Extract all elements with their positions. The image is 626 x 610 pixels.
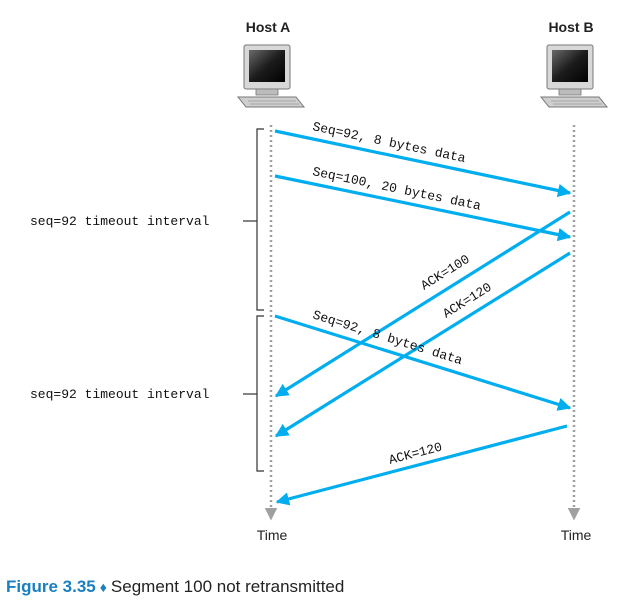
- timeout-bracket-1: [243, 128, 264, 311]
- ack-arrow-120-final: [275, 424, 568, 506]
- ack-arrow-100: [274, 210, 571, 398]
- timeout-interval-label-1: seq=92 timeout interval: [30, 214, 210, 229]
- timeout-interval-label-2: seq=92 timeout interval: [30, 387, 210, 402]
- computer-icon: [539, 44, 609, 108]
- host-a-time-label: Time: [257, 527, 288, 543]
- segment-arrow-seq92: [274, 129, 572, 198]
- computer-icon: [236, 44, 306, 108]
- timeout-bracket-2: [243, 315, 264, 472]
- message-label-ack120-final: ACK=120: [387, 440, 444, 468]
- diamond-separator: ♦: [99, 579, 107, 595]
- host-b-time-label: Time: [561, 527, 592, 543]
- figure-caption: Figure 3.35♦Segment 100 not retransmitte…: [6, 577, 344, 597]
- message-label-ack100: ACK=100: [418, 252, 472, 294]
- host-a-label: Host A: [246, 19, 291, 35]
- caption-text: Segment 100 not retransmitted: [110, 577, 345, 596]
- segment-arrow-seq92-retransmit: [274, 314, 572, 411]
- host-b-label: Host B: [548, 19, 593, 35]
- figure-number: Figure 3.35: [6, 577, 96, 596]
- segment-arrow-seq100: [274, 174, 572, 242]
- ack-arrow-120: [274, 251, 571, 438]
